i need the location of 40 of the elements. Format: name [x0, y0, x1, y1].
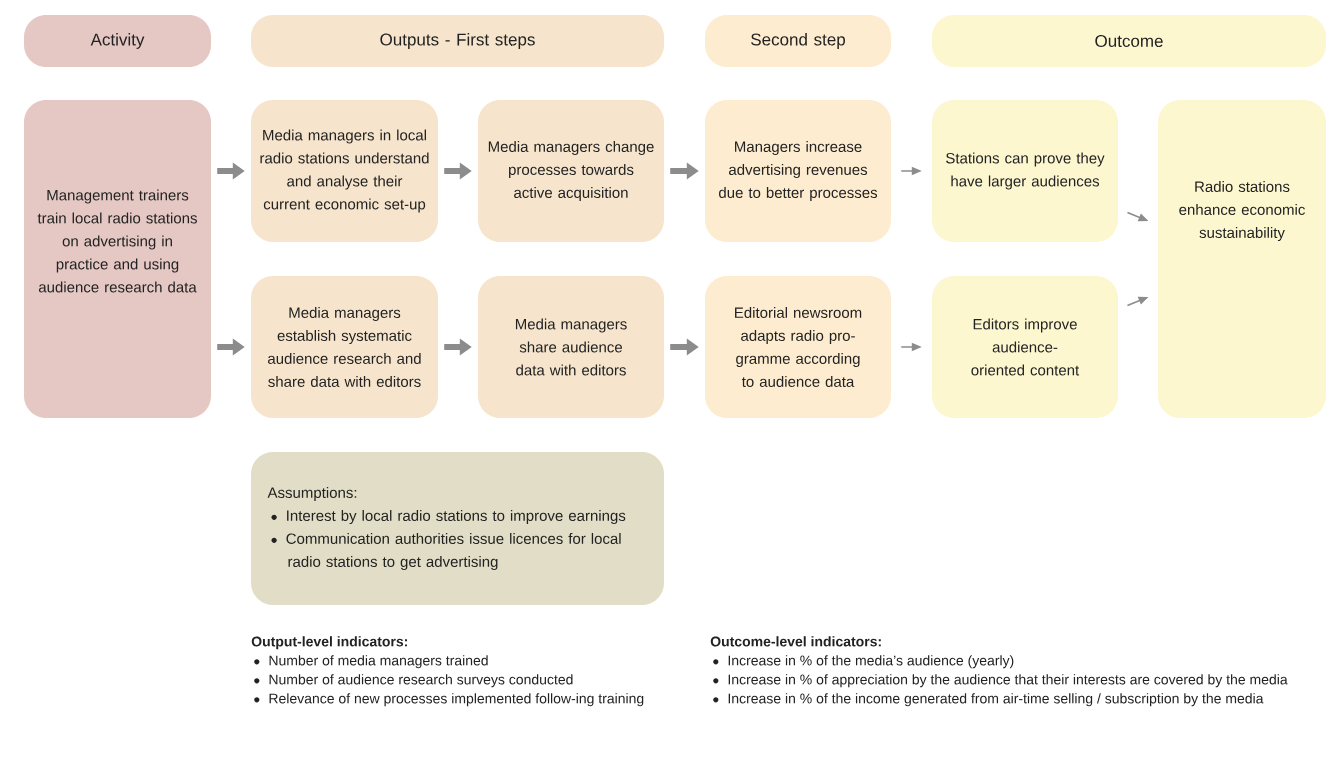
output-box: [251, 100, 438, 242]
outcome-box: [1158, 100, 1326, 418]
node-label: Management trainers train local radio stations on advertising in practice and using audience research data: [37, 189, 197, 293]
node-label: Stations can prove they have larger audiences: [946, 152, 1105, 190]
node-label: Media managers share audience data with editors: [515, 318, 627, 376]
column-header: [705, 15, 891, 67]
node-label: Media managers change processes towards active acquisition: [488, 140, 654, 201]
node-label: Outcome: [1095, 34, 1163, 48]
node-label: Communication authorities issue licences for local radio stations to get advertising: [286, 532, 621, 570]
step-box: [705, 276, 891, 418]
node-label: Interest by local radio stations to improve earnings: [287, 509, 626, 524]
indicator-heading: Outcome-level indicators:: [710, 636, 881, 647]
outcome-box: [932, 100, 1118, 242]
node-label: Outputs - First steps: [380, 33, 535, 49]
output-box: [251, 276, 438, 418]
list-item: Number of audience research surveys conducted: [269, 674, 573, 688]
node-label: Media managers in local radio stations understand and analyse their current economic set-up: [260, 129, 429, 213]
column-header: [251, 15, 664, 67]
list-item: Increase in % of the income generated from air-time selling / subscription by the media: [728, 693, 1264, 707]
list-item: Relevance of new processes implemented follow-ing training: [269, 693, 644, 707]
node-label: Second step: [751, 33, 845, 49]
list-item: Number of media managers trained: [269, 655, 488, 669]
node-label: Activity: [90, 33, 145, 49]
step-box: [705, 100, 891, 242]
assumptions-box: [251, 452, 664, 605]
node-label: Assumptions:: [267, 486, 357, 501]
column-header: [24, 15, 211, 67]
output-box: [478, 100, 664, 242]
outcome-box: [932, 276, 1118, 418]
node-label: Editorial newsroom adapts radio pro-gramme according to audience data: [735, 306, 862, 387]
node-label: Editors improve audience-oriented content: [971, 318, 1080, 376]
node-label: Managers increase advertising revenues due to better processes: [719, 140, 878, 201]
node-label: Media managers establish systematic audience research and share data with editors: [268, 306, 421, 387]
list-item: Increase in % of appreciation by the audience that their interests are covered by the media: [728, 674, 1288, 688]
column-header: [932, 15, 1326, 67]
list-item: Increase in % of the media’s audience (yearly): [728, 655, 1014, 669]
activity-box: [24, 100, 211, 418]
node-label: Radio stations enhance economic sustainability: [1179, 180, 1305, 241]
indicator-heading: Output-level indicators:: [251, 636, 407, 650]
output-box: [478, 276, 664, 418]
